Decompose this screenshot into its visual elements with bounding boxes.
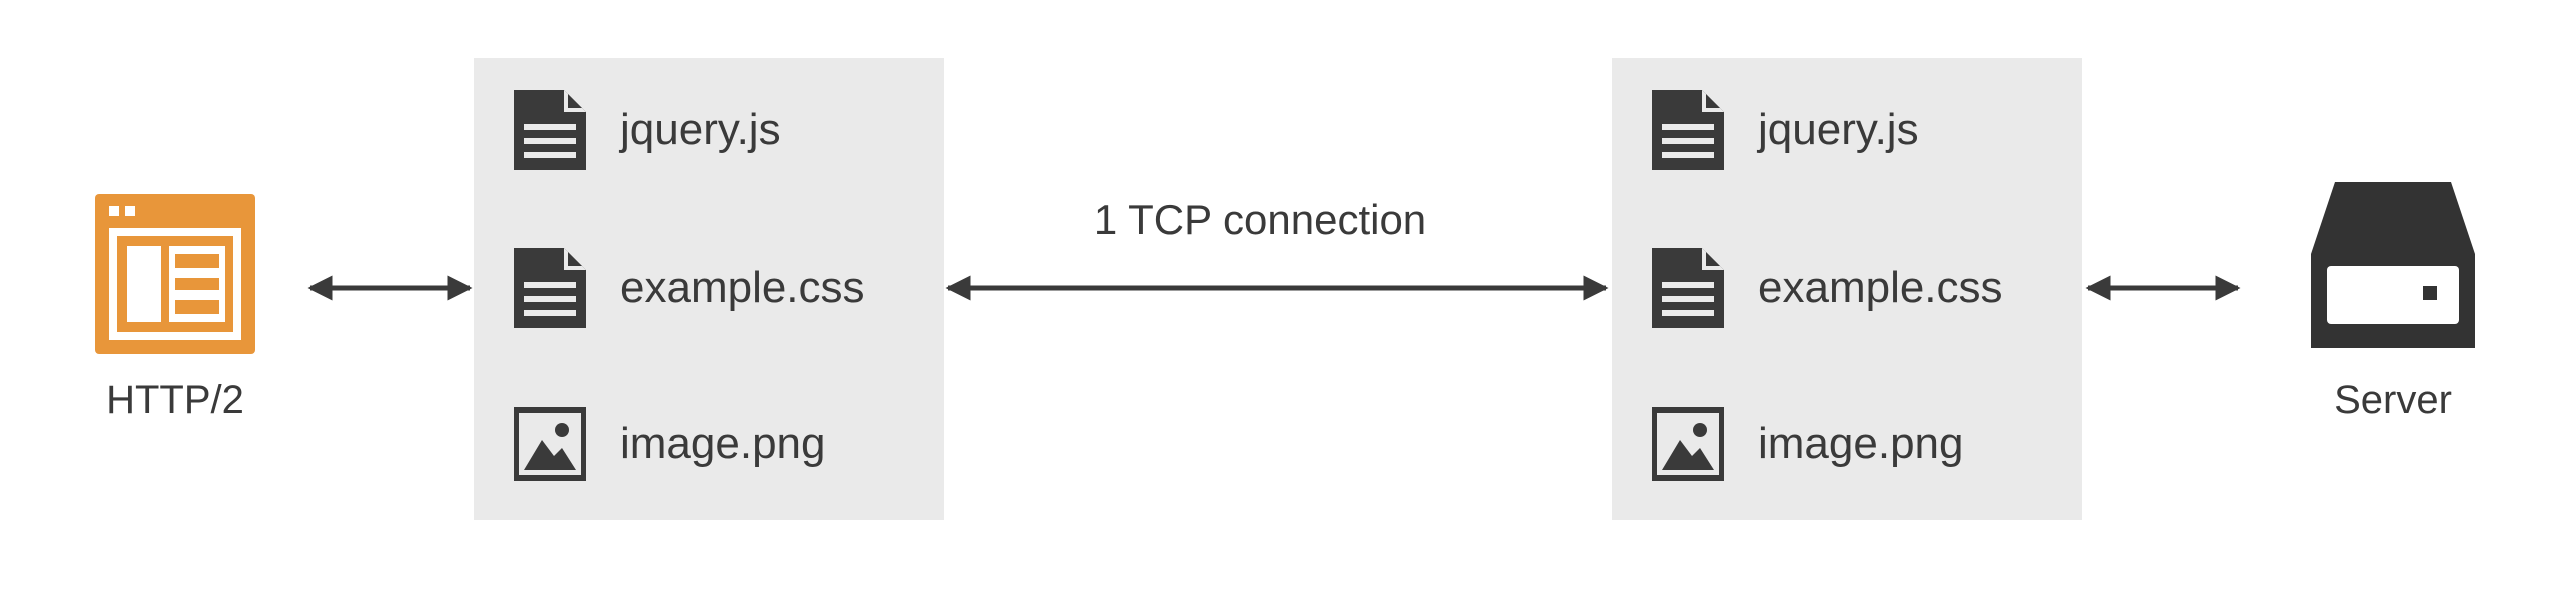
file-label: image.png [620,419,826,468]
server-files-panel: jquery.js example.css image.png [1612,58,2082,520]
file-label: example.css [1758,263,2003,312]
file-label: jquery.js [1758,105,1919,154]
image-icon [1652,407,1724,481]
file-label: image.png [1758,419,1964,468]
file-item-jquery: jquery.js [514,90,781,170]
browser-window-icon [95,194,255,354]
file-item-image-png: image.png [1652,404,1963,484]
connection-label: 1 TCP connection [1093,196,1427,243]
file-item-jquery: jquery.js [1652,90,1919,170]
file-label: jquery.js [620,105,781,154]
document-icon [514,90,586,170]
file-item-example-css: example.css [1652,248,2003,328]
server-label: Server [2334,378,2452,422]
document-icon [1652,90,1724,170]
image-icon [514,407,586,481]
file-label: example.css [620,263,865,312]
client-files-panel: jquery.js example.css image.png [474,58,944,520]
file-item-image-png: image.png [514,404,825,484]
server-icon [2311,182,2475,348]
file-item-example-css: example.css [514,248,865,328]
document-icon [1652,248,1724,328]
document-icon [514,248,586,328]
client-label: HTTP/2 [106,378,244,422]
